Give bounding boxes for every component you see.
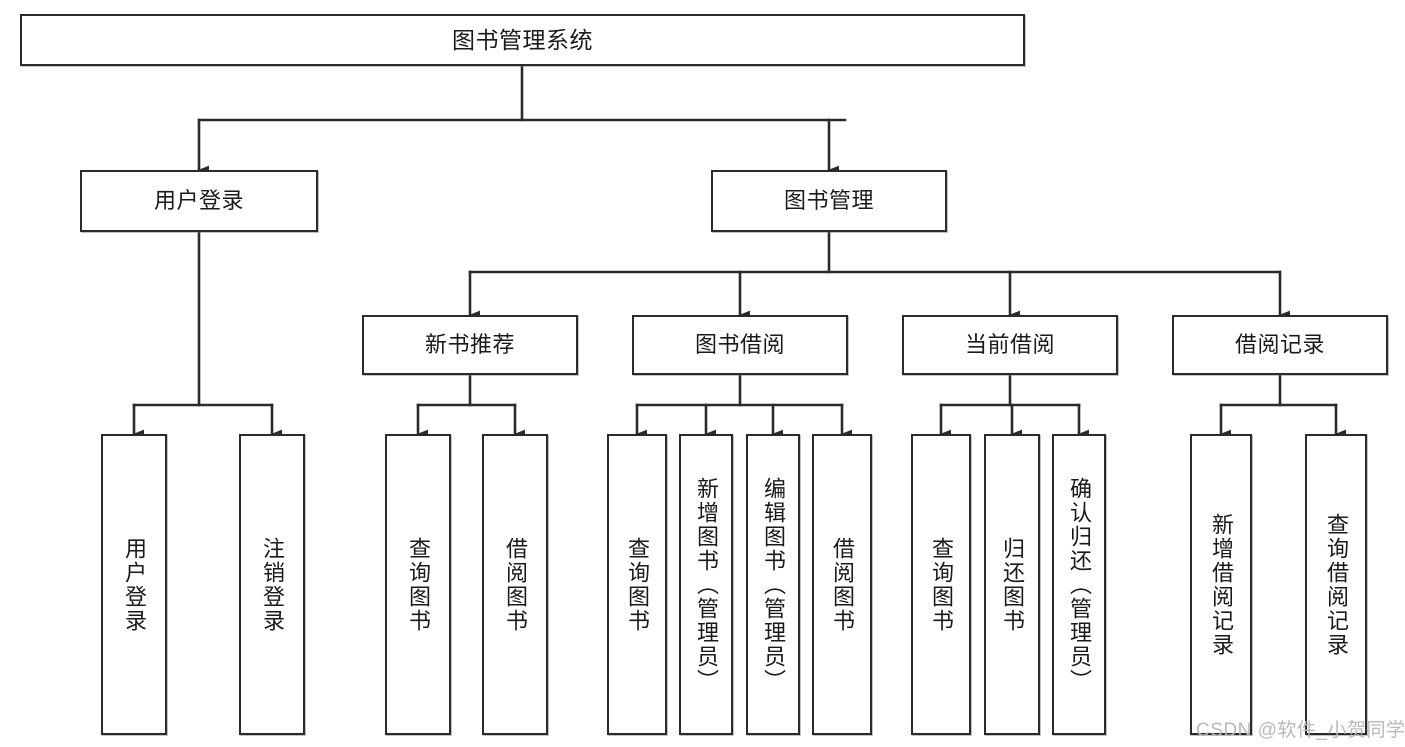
node-label: 新增图书（管理员）: [694, 476, 719, 693]
node-label: 用户登录: [153, 187, 244, 213]
node-label: 借阅记录: [1234, 331, 1325, 357]
leaf-node-leaf-confirm-return-admin[interactable]: 确认归还（管理员）: [1052, 434, 1106, 735]
level2-node-book-manage[interactable]: 图书管理: [711, 170, 947, 232]
leaf-node-leaf-borrow-book-rec[interactable]: 借阅图书: [482, 434, 548, 735]
node-label: 注销登录: [260, 536, 285, 633]
level3-node-borrow-record[interactable]: 借阅记录: [1172, 315, 1388, 375]
leaf-node-leaf-borrow-book[interactable]: 借阅图书: [812, 434, 872, 735]
level2-node-user-login[interactable]: 用户登录: [80, 170, 318, 232]
node-label: 图书借阅: [694, 331, 785, 357]
node-label: 图书管理: [783, 187, 874, 213]
leaf-node-leaf-edit-book-admin[interactable]: 编辑图书（管理员）: [746, 434, 800, 735]
node-label: 查询图书: [625, 536, 650, 633]
level3-node-book-borrow[interactable]: 图书借阅: [632, 315, 848, 375]
leaf-node-leaf-query-book-cur[interactable]: 查询图书: [911, 434, 971, 735]
leaf-node-leaf-add-book-admin[interactable]: 新增图书（管理员）: [679, 434, 733, 735]
level3-node-current-borrow[interactable]: 当前借阅: [902, 315, 1118, 375]
leaf-node-leaf-user-login[interactable]: 用户登录: [101, 434, 167, 735]
node-label: 编辑图书（管理员）: [761, 476, 786, 693]
node-label: 用户登录: [122, 536, 147, 633]
leaf-node-leaf-query-borrow-record[interactable]: 查询借阅记录: [1305, 434, 1367, 735]
leaf-node-leaf-add-borrow-record[interactable]: 新增借阅记录: [1190, 434, 1252, 735]
leaf-node-leaf-query-book-rec[interactable]: 查询图书: [385, 434, 451, 735]
root-node-root[interactable]: 图书管理系统: [20, 14, 1025, 66]
node-label: 归还图书: [1000, 536, 1025, 633]
node-label: 新书推荐: [424, 331, 515, 357]
csdn-watermark: CSDN @软件_小贺同学: [1196, 720, 1405, 741]
node-label: 图书管理系统: [452, 26, 593, 53]
level3-node-new-book-recommend[interactable]: 新书推荐: [362, 315, 578, 375]
node-label: 查询图书: [929, 536, 954, 633]
node-label: 查询借阅记录: [1324, 512, 1349, 657]
leaf-node-leaf-logout-login[interactable]: 注销登录: [239, 434, 305, 735]
node-label: 新增借阅记录: [1209, 512, 1234, 657]
node-label: 借阅图书: [830, 536, 855, 633]
node-label: 查询图书: [406, 536, 431, 633]
node-label: 当前借阅: [964, 331, 1055, 357]
node-label: 确认归还（管理员）: [1067, 476, 1092, 693]
leaf-node-leaf-return-book[interactable]: 归还图书: [984, 434, 1040, 735]
node-label: 借阅图书: [503, 536, 528, 633]
leaf-node-leaf-query-book-borrow[interactable]: 查询图书: [607, 434, 667, 735]
